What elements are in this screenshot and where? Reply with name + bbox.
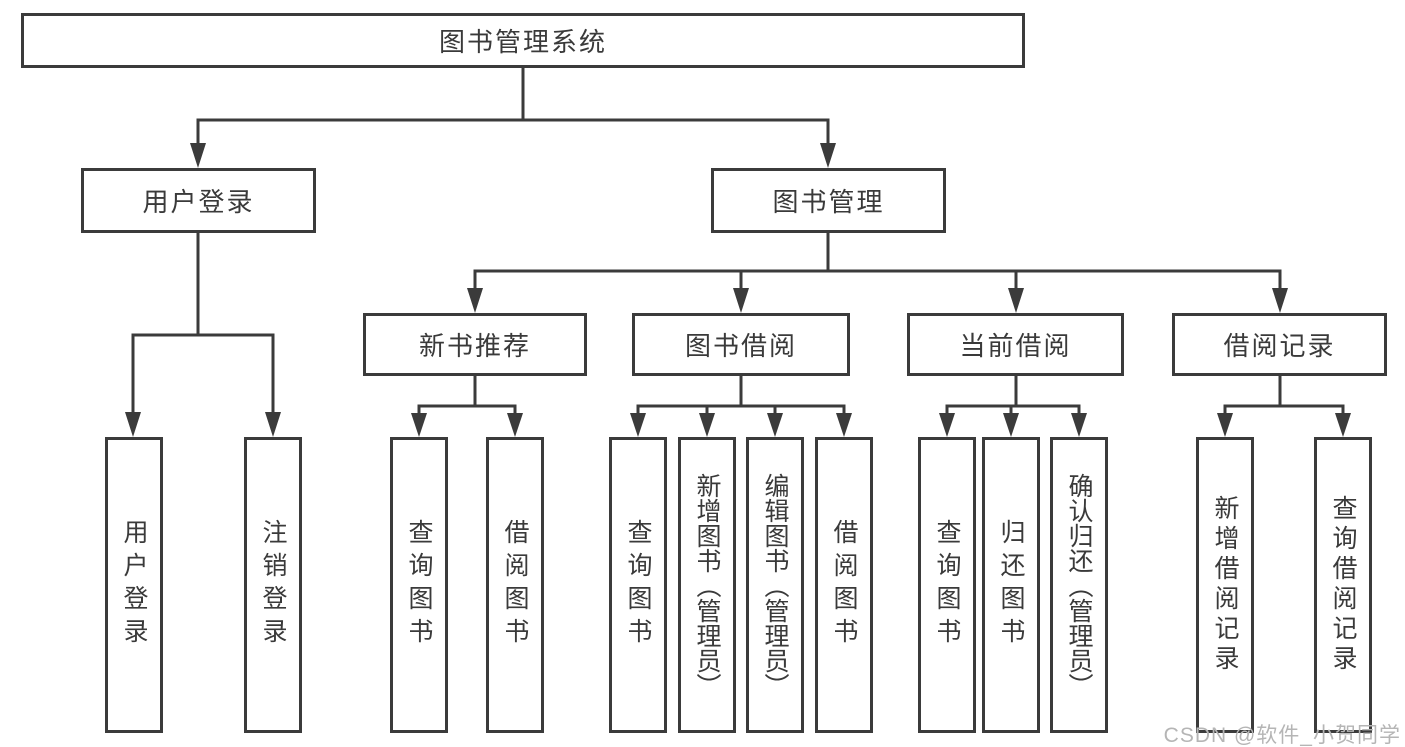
leaf-user-login-label: 用户登录 [120,519,148,651]
leaf-return-book: 归还图书 [982,437,1040,733]
leaf-query-books-borrowing: 查询图书 [609,437,667,733]
leaf-add-book-admin: 新增图书（管理员） [678,437,736,733]
leaf-borrow-books-recommend-label: 借阅图书 [501,519,529,651]
leaf-confirm-return-admin: 确认归还（管理员） [1050,437,1108,733]
leaf-query-books-current-label: 查询图书 [933,519,961,651]
leaf-add-borrow-record: 新增借阅记录 [1196,437,1254,733]
csdn-watermark: CSDN @软件_小贺同学 [1163,724,1401,747]
node-book-management: 图书管理 [711,168,946,233]
node-borrowing-records: 借阅记录 [1172,313,1387,376]
node-new-book-recommend-label: 新书推荐 [418,331,531,361]
leaf-edit-book-admin: 编辑图书（管理员） [746,437,804,733]
node-book-management-label: 图书管理 [772,187,885,217]
node-current-borrowing-label: 当前借阅 [959,331,1072,361]
node-library-system-label: 图书管理系统 [438,27,607,57]
leaf-logout-label: 注销登录 [259,519,287,651]
leaf-add-borrow-record-label: 新增借阅记录 [1211,495,1239,675]
leaf-confirm-return-admin-label: 确认归还（管理员） [1065,472,1093,698]
node-current-borrowing: 当前借阅 [907,313,1124,376]
node-new-book-recommend: 新书推荐 [363,313,587,376]
node-user-login-label: 用户登录 [142,187,255,217]
leaf-query-borrow-record-label: 查询借阅记录 [1329,495,1357,675]
node-user-login: 用户登录 [81,168,316,233]
leaf-borrow-books-recommend: 借阅图书 [486,437,544,733]
leaf-user-login: 用户登录 [105,437,163,733]
leaf-borrow-books: 借阅图书 [815,437,873,733]
leaf-query-books-borrowing-label: 查询图书 [624,519,652,651]
leaf-borrow-books-label: 借阅图书 [830,519,858,651]
leaf-query-books-recommend-label: 查询图书 [405,519,433,651]
leaf-add-book-admin-label: 新增图书（管理员） [693,472,721,698]
node-book-borrowing: 图书借阅 [632,313,850,376]
leaf-query-books-current: 查询图书 [918,437,976,733]
node-library-system: 图书管理系统 [21,13,1025,68]
leaf-return-book-label: 归还图书 [997,519,1025,651]
leaf-logout: 注销登录 [244,437,302,733]
leaf-query-borrow-record: 查询借阅记录 [1314,437,1372,733]
node-book-borrowing-label: 图书借阅 [684,331,797,361]
leaf-edit-book-admin-label: 编辑图书（管理员） [761,472,789,698]
node-borrowing-records-label: 借阅记录 [1223,331,1336,361]
leaf-query-books-recommend: 查询图书 [390,437,448,733]
